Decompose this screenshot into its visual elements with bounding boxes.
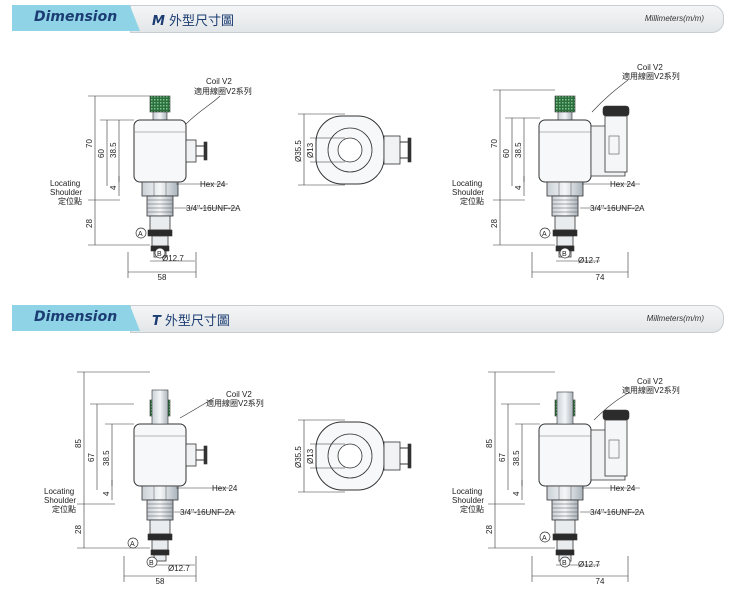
port-a: A: [542, 535, 547, 542]
shoulder-label: Shoulder: [452, 496, 484, 505]
port-b: B: [562, 560, 567, 567]
dia-inner: Ø13: [306, 142, 315, 158]
shoulder-cn-label: 定位點: [460, 504, 484, 514]
dim-shoulder: 4: [109, 185, 118, 190]
width-dim: 58: [156, 577, 165, 586]
shoulder-label: Shoulder: [44, 496, 76, 505]
hex-label: Hex 24: [610, 180, 636, 189]
dia-label: Ø12.7: [168, 564, 190, 573]
header-tab: Dimension: [12, 305, 140, 331]
hex-label: Hex 24: [200, 180, 226, 189]
header-tab: Dimension: [12, 5, 140, 31]
unit-label: Millmeters(m/m): [646, 314, 704, 323]
locating-label: Locating: [50, 179, 80, 188]
coil-cn-label: 適用線圈V2系列: [622, 385, 680, 395]
coil-top-t: [315, 421, 412, 491]
dim-coil: 60: [97, 149, 106, 158]
port-b: B: [157, 251, 162, 258]
dim-total: 85: [74, 439, 83, 448]
port-a: A: [542, 231, 547, 238]
thread-label: 3/4"-16UNF-2A: [590, 508, 645, 517]
dim-shoulder: 4: [514, 185, 523, 190]
dia-label: Ø12.7: [162, 254, 184, 263]
dim-bottom: 28: [490, 219, 499, 228]
header-title: Dimension: [34, 309, 118, 325]
port-b: B: [149, 560, 154, 567]
dim-total: 70: [85, 139, 94, 148]
port-a: A: [130, 541, 135, 548]
thread-label: 3/4"-16UNF-2A: [180, 508, 235, 517]
width-dim: 74: [596, 273, 605, 282]
dim-coil: 67: [87, 453, 96, 462]
locating-label: Locating: [452, 487, 482, 496]
plug-m-left: [185, 139, 208, 163]
shoulder-cn-label: 定位點: [52, 504, 76, 514]
locating-label: Locating: [44, 487, 74, 496]
dim-shoulder: 4: [102, 491, 111, 496]
hex-label: Hex 24: [212, 484, 238, 493]
dim-bottom: 28: [74, 525, 83, 534]
width-dim: 58: [158, 273, 167, 282]
dim-bottom: 28: [485, 525, 494, 534]
shoulder-label: Shoulder: [452, 188, 484, 197]
header-title: Dimension: [34, 9, 118, 25]
coil-label: Coil V2: [226, 390, 252, 399]
dim-bottom: 28: [85, 219, 94, 228]
dim-total: 85: [485, 439, 494, 448]
plug-t-right: [590, 409, 630, 481]
dia-inner: Ø13: [306, 448, 315, 464]
shoulder-label: Shoulder: [50, 188, 82, 197]
dia-label: Ø12.7: [578, 560, 600, 569]
header-bar: [130, 5, 724, 33]
plug-t-left: [185, 443, 208, 467]
dim-body: 38.5: [109, 142, 118, 158]
coil-cn-label: 適用線圈V2系列: [194, 86, 252, 96]
dia-outer: Ø35.5: [294, 140, 303, 162]
port-a: A: [138, 231, 143, 238]
locating-label: Locating: [452, 179, 482, 188]
hex-label: Hex 24: [610, 484, 636, 493]
dia-outer: Ø35.5: [294, 446, 303, 468]
coil-label: Coil V2: [637, 377, 663, 386]
dim-total: 70: [490, 139, 499, 148]
coil-cn-label: 適用線圈V2系列: [206, 398, 264, 408]
width-dim: 74: [596, 577, 605, 586]
coil-cn-label: 適用線圈V2系列: [622, 71, 680, 81]
header-bar: [130, 305, 724, 333]
dim-shoulder: 4: [512, 491, 521, 496]
coil-top-m: [315, 115, 412, 185]
dim-coil: 67: [498, 453, 507, 462]
shoulder-cn-label: 定位點: [460, 196, 484, 206]
port-b: B: [562, 251, 567, 258]
dim-body: 38.5: [102, 450, 111, 466]
thread-label: 3/4"-16UNF-2A: [186, 204, 241, 213]
dim-body: 38.5: [512, 450, 521, 466]
thread-label: 3/4"-16UNF-2A: [590, 204, 645, 213]
shoulder-cn-label: 定位點: [58, 196, 82, 206]
coil-label: Coil V2: [637, 63, 663, 72]
unit-label: Millimeters(m/m): [644, 14, 704, 23]
dim-coil: 60: [502, 149, 511, 158]
dia-label: Ø12.7: [578, 256, 600, 265]
coil-label: Coil V2: [206, 77, 232, 86]
dim-body: 38.5: [514, 142, 523, 158]
plug-m-right: [590, 105, 630, 177]
